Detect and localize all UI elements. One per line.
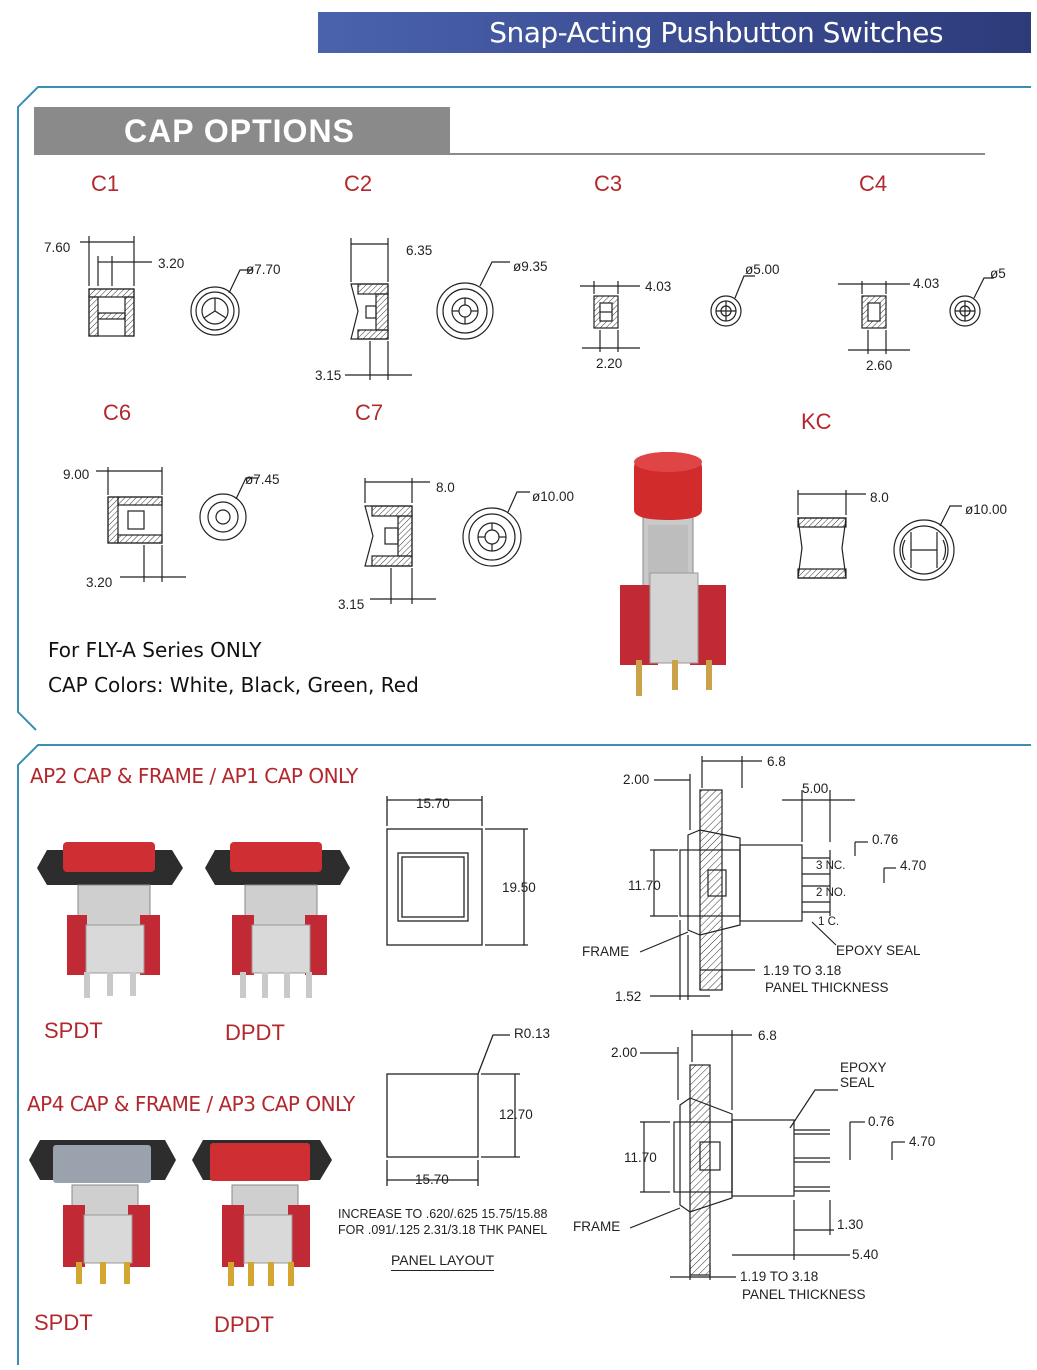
c1-dim-width: 7.60 xyxy=(44,240,71,255)
header-banner: Snap-Acting Pushbutton Switches xyxy=(318,12,1031,53)
kc-side-drawing xyxy=(797,490,866,579)
panel-layout-label: PANEL LAYOUT xyxy=(391,1252,495,1271)
sv2-dim-130: 1.30 xyxy=(837,1217,864,1232)
c4-top-drawing xyxy=(949,277,994,327)
cap-c1-label: C1 xyxy=(91,171,120,196)
sv2-dim-6-8: 6.8 xyxy=(758,1028,777,1043)
ap4-panel-drawing xyxy=(386,1034,520,1186)
side-view-1-drawing xyxy=(639,756,896,1000)
c3-dim-width: 4.03 xyxy=(645,279,672,294)
c2-dim-base: 3.15 xyxy=(315,368,342,383)
c3-dim-dia: ø5.00 xyxy=(745,262,780,277)
kc-dim-width: 8.0 xyxy=(870,490,889,505)
c6-side-drawing xyxy=(96,467,186,582)
ap4-spdt-label: SPDT xyxy=(34,1310,93,1335)
cap-c3-label: C3 xyxy=(594,171,623,196)
c1-dim-dia: ø7.70 xyxy=(246,262,281,277)
c1-top-drawing xyxy=(190,269,252,336)
cap-c2-label: C2 xyxy=(344,171,373,196)
c3-dim-base: 2.20 xyxy=(596,356,623,371)
ap2-spdt-label: SPDT xyxy=(44,1018,103,1043)
sv2-frame: FRAME xyxy=(573,1219,621,1234)
ap4-spdt-photo xyxy=(29,1140,176,1284)
cap-c7-label: C7 xyxy=(355,400,384,425)
sv2-panel-range: 1.19 TO 3.18 xyxy=(740,1269,819,1284)
ap4-dpdt-photo xyxy=(192,1140,332,1286)
ap2-height-dim: 19.50 xyxy=(502,880,536,895)
c7-dim-dia: ø10.00 xyxy=(532,489,575,504)
ap2-frame-drawing xyxy=(386,796,528,946)
sv1-term-1: 1 C. xyxy=(818,916,840,928)
c6-top-drawing xyxy=(199,477,258,541)
ap2-dpdt-label: DPDT xyxy=(225,1020,285,1045)
c7-side-drawing xyxy=(364,478,436,604)
sv2-dim-076: 0.76 xyxy=(868,1114,895,1129)
sv1-panel-range: 1.19 TO 3.18 xyxy=(763,963,842,978)
kc-top-drawing xyxy=(893,505,962,581)
ap2-spdt-photo xyxy=(37,842,183,998)
sv1-frame: FRAME xyxy=(582,944,630,959)
panel-note-1: INCREASE TO .620/.625 15.75/15.88 xyxy=(338,1207,548,1221)
c2-dim-width: 6.35 xyxy=(406,243,433,258)
c2-top-drawing xyxy=(436,261,510,340)
cap-c4-label: C4 xyxy=(859,171,888,196)
sv2-dim-540: 5.40 xyxy=(852,1247,879,1262)
sv2-dim-2: 2.00 xyxy=(611,1045,638,1060)
sv1-panel-label: PANEL THICKNESS xyxy=(765,980,889,995)
sv1-dim-470: 4.70 xyxy=(900,858,927,873)
ap4-height-dim: 12.70 xyxy=(499,1107,533,1122)
cap-colors-note: CAP Colors: White, Black, Green, Red xyxy=(48,673,419,697)
sv1-dim-076: 0.76 xyxy=(872,832,899,847)
c7-top-drawing xyxy=(462,491,530,567)
ap2-title: AP2 CAP & FRAME / AP1 CAP ONLY xyxy=(30,764,358,788)
sv1-dim-1170: 11.70 xyxy=(628,878,661,893)
c6-dim-dia: ø7.45 xyxy=(245,472,280,487)
c7-dim-base: 3.15 xyxy=(338,597,365,612)
side-view-2-drawing xyxy=(629,1030,905,1280)
panel-note-2: FOR .091/.125 2.31/3.18 THK PANEL xyxy=(338,1223,548,1237)
kc-dim-dia: ø10.00 xyxy=(965,502,1008,517)
series-note: For FLY-A Series ONLY xyxy=(48,638,262,662)
cap-kc-label: KC xyxy=(801,409,832,434)
fly-a-switch-photo xyxy=(620,452,726,696)
sv1-dim-6-8: 6.8 xyxy=(767,754,786,769)
sv2-dim-470: 4.70 xyxy=(909,1134,936,1149)
cap-c6-label: C6 xyxy=(103,400,132,425)
c4-dim-dia: ø5 xyxy=(990,266,1006,281)
cap-options-header: CAP OPTIONS xyxy=(34,107,450,155)
ap4-radius-dim: R0.13 xyxy=(514,1026,551,1041)
sv2-dim-1170: 11.70 xyxy=(624,1150,657,1165)
c3-top-drawing xyxy=(710,275,755,327)
c2-dim-dia: ø9.35 xyxy=(513,259,548,274)
c4-dim-width: 4.03 xyxy=(913,276,940,291)
ap2-dpdt-photo xyxy=(205,842,350,998)
ap4-dpdt-label: DPDT xyxy=(214,1312,274,1337)
sv1-dim-2: 2.00 xyxy=(623,772,650,787)
c2-side-drawing xyxy=(345,238,412,380)
c4-dim-base: 2.60 xyxy=(866,358,893,373)
sv1-dim-152: 1.52 xyxy=(615,989,642,1004)
sv1-term-2: 2 NO. xyxy=(816,887,847,899)
sv2-epoxy-1: EPOXY xyxy=(840,1060,887,1075)
c1-side-drawing xyxy=(80,236,152,337)
sv1-epoxy: EPOXY SEAL xyxy=(836,943,921,958)
c4-side-drawing xyxy=(838,281,910,354)
ap4-title: AP4 CAP & FRAME / AP3 CAP ONLY xyxy=(27,1092,355,1116)
c1-dim-inner: 3.20 xyxy=(158,256,185,271)
c7-dim-width: 8.0 xyxy=(436,480,455,495)
cap-options-title: CAP OPTIONS xyxy=(124,113,355,149)
sv1-dim-5: 5.00 xyxy=(802,781,829,796)
c6-dim-width: 9.00 xyxy=(63,467,90,482)
c3-side-drawing xyxy=(580,281,640,352)
sv2-epoxy-2: SEAL xyxy=(840,1075,875,1090)
c6-dim-base: 3.20 xyxy=(86,575,113,590)
page-title: Snap-Acting Pushbutton Switches xyxy=(489,16,943,49)
sv1-term-3: 3 NC. xyxy=(816,860,846,872)
sv2-panel-label: PANEL THICKNESS xyxy=(742,1287,866,1302)
